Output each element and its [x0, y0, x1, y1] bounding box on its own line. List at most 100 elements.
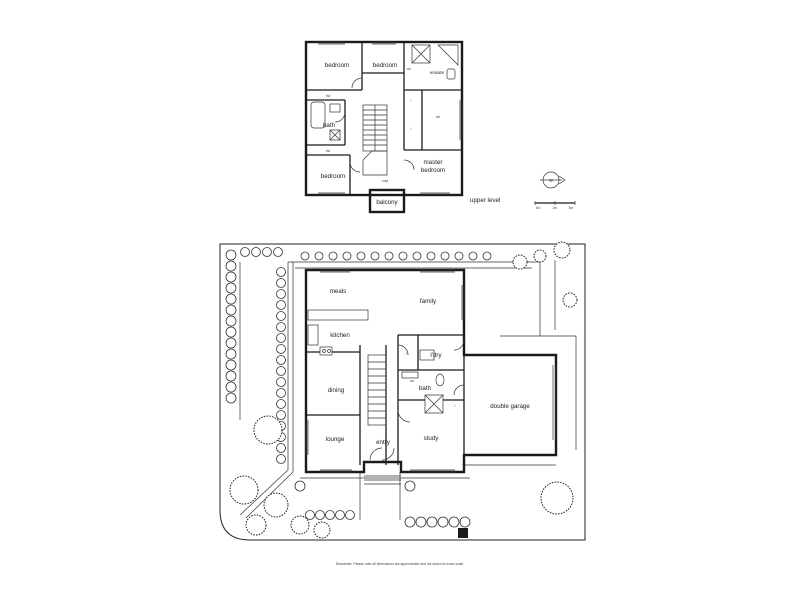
hedge-shrub	[294, 480, 306, 492]
tree-canopy	[290, 515, 310, 535]
hedge-shrub	[342, 251, 352, 261]
tree-canopy	[512, 254, 528, 270]
hedge-shrub	[440, 251, 450, 261]
hedge-shrub	[225, 271, 237, 283]
scale-mark-2: 2m	[553, 206, 558, 210]
laundry-label: l'dry	[430, 352, 442, 359]
upper-bedroom-3-label: bedroom	[321, 173, 345, 180]
entry-label: entry	[376, 439, 391, 446]
tree-canopy	[263, 492, 289, 518]
upper-l-2-label: l	[411, 127, 412, 131]
hedge-shrub	[356, 251, 366, 261]
hedge-shrub	[225, 315, 237, 327]
hedge-shrub	[426, 516, 438, 528]
compass-north-letter: N	[549, 178, 552, 183]
upper-bw-1-label: bw	[326, 94, 331, 98]
hedge-shrub	[448, 516, 460, 528]
hedge-shrub	[276, 355, 286, 365]
upper-level-label: upper level	[470, 197, 500, 204]
hedge-shrub	[459, 516, 471, 528]
site-boundary	[219, 243, 586, 541]
ground-bath-label: bath	[419, 385, 432, 392]
upper-bedroom-2-label: bedroom	[373, 62, 397, 69]
hedge-shrub	[276, 311, 286, 321]
ground-wc-label: wc	[410, 379, 414, 383]
kitchen-label: kitchen	[330, 332, 350, 339]
ground-level-plan: meals family kitchen l'dry bath dining d…	[219, 243, 586, 541]
scale-mark-3: 3m	[569, 206, 574, 210]
scale-mark-1: 1m	[536, 206, 541, 210]
balcony-label: balcony	[376, 199, 398, 206]
hedge-shrub	[276, 267, 286, 277]
hedge-shrub	[454, 251, 464, 261]
hedge-shrub	[404, 516, 416, 528]
hedge-shrub	[225, 293, 237, 305]
hedge-shrub	[276, 289, 286, 299]
ensuite-label: ensuite	[430, 70, 445, 75]
scale-bar: 1m 2m 3m	[534, 201, 576, 210]
hedge-shrub	[305, 510, 315, 520]
hedge-shrub	[276, 399, 286, 409]
void-label: void	[382, 179, 388, 183]
hedge-shrub	[276, 443, 286, 453]
hedge-shrub	[276, 388, 286, 398]
hedge-shrub	[426, 251, 436, 261]
lounge-label: lounge	[326, 436, 345, 443]
tree-canopy	[313, 521, 331, 539]
double-garage-label: double garage	[490, 403, 530, 410]
upper-bedroom-1-label: bedroom	[325, 62, 349, 69]
compass: N	[540, 171, 566, 189]
hedge-shrub	[262, 247, 272, 257]
tree-canopy	[245, 514, 267, 536]
hedge-shrub	[225, 359, 237, 371]
hedge-shrub	[225, 381, 237, 393]
family-label: family	[420, 298, 437, 305]
disclaimer-text: Disclaimer: Please note all dimensions a…	[336, 562, 465, 566]
hedge-shrub	[325, 510, 335, 520]
tree-canopy	[562, 292, 578, 308]
hedge-shrub	[276, 333, 286, 343]
hedge-shrub	[328, 251, 338, 261]
hedge-shrub	[300, 251, 310, 261]
upper-bath-label: bath	[323, 122, 336, 129]
ground-l-2-label: l	[455, 404, 456, 408]
landscaping	[225, 241, 578, 539]
hedge-shrub	[276, 454, 286, 464]
hedge-shrub	[225, 282, 237, 294]
upper-wc-label: wc	[407, 67, 411, 71]
hedge-shrub	[225, 304, 237, 316]
hedge-shrub	[225, 348, 237, 360]
tree-canopy	[540, 481, 574, 515]
hedge-shrub	[276, 278, 286, 288]
master-bedroom-label-line-1: master	[424, 159, 443, 166]
hedge-shrub	[225, 392, 237, 404]
hedge-shrub	[370, 251, 380, 261]
tree-canopy	[533, 249, 547, 263]
tree-canopy	[229, 475, 259, 505]
hedge-shrub	[225, 326, 237, 338]
hedge-shrub	[437, 516, 449, 528]
wir-label: wir	[436, 115, 441, 119]
hedge-shrub	[276, 377, 286, 387]
master-bedroom-label-line-2: bedroom	[421, 167, 445, 174]
hedge-shrub	[276, 300, 286, 310]
hedge-shrub	[225, 337, 237, 349]
hedge-shrub	[398, 251, 408, 261]
tree-canopy	[253, 415, 283, 445]
hedge-shrub	[384, 251, 394, 261]
hedge-shrub	[276, 344, 286, 354]
hedge-shrub	[273, 247, 283, 257]
hedge-shrub	[482, 251, 492, 261]
hedge-shrub	[335, 510, 345, 520]
hedge-shrub	[225, 370, 237, 382]
upper-bw-2-label: bw	[326, 149, 331, 153]
hedge-shrub	[276, 366, 286, 376]
hedge-shrub	[315, 510, 325, 520]
meals-label: meals	[330, 288, 347, 295]
hedge-shrub	[240, 247, 250, 257]
tree-canopy	[553, 241, 571, 259]
hedge-shrub	[314, 251, 324, 261]
hedge-shrub	[225, 260, 237, 272]
hedge-shrub	[251, 247, 261, 257]
